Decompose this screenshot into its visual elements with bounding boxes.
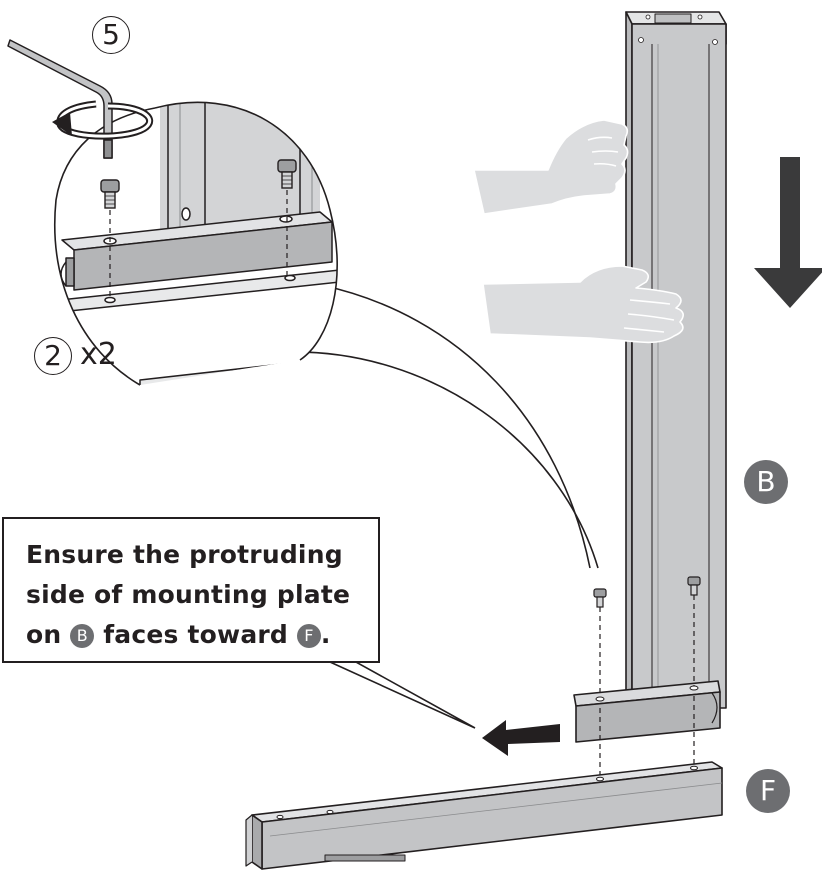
zoom-callout (289, 284, 599, 569)
hand-upper-icon (473, 119, 629, 215)
callout-line-3: on B faces toward F. (26, 615, 378, 655)
tool-step-number: 5 (92, 16, 130, 54)
down-arrow-icon (754, 157, 822, 308)
callout-line-1: Ensure the protruding (26, 540, 343, 569)
callout-text-faces-toward: faces toward (103, 620, 289, 649)
inline-badge-f: F (296, 624, 321, 648)
part-f-badge: F (746, 769, 790, 813)
instruction-callout: Ensure the protruding side of mounting p… (2, 517, 380, 663)
detail-screw-right (277, 159, 297, 189)
hex-key-icon (7, 39, 113, 159)
screw-id-number: 2 (34, 337, 72, 375)
callout-text-period: . (320, 620, 331, 649)
hand-lower-icon (482, 265, 684, 344)
mounting-plate (573, 680, 721, 743)
left-arrow-icon (482, 720, 560, 756)
screw-left (593, 588, 607, 608)
callout-text-on: on (26, 620, 62, 649)
leg-column (625, 11, 727, 709)
screw-right (687, 576, 701, 596)
callout-pointer (329, 661, 476, 729)
rotate-arrow-icon (52, 100, 153, 140)
alignment-lines (599, 595, 695, 777)
callout-line-2: side of mounting plate (26, 580, 351, 609)
part-b-badge: B (744, 460, 788, 504)
detail-screw-left (100, 179, 120, 209)
screw-quantity: x2 (80, 337, 117, 372)
foot-rail (245, 761, 723, 870)
inline-badge-b: B (70, 624, 95, 648)
